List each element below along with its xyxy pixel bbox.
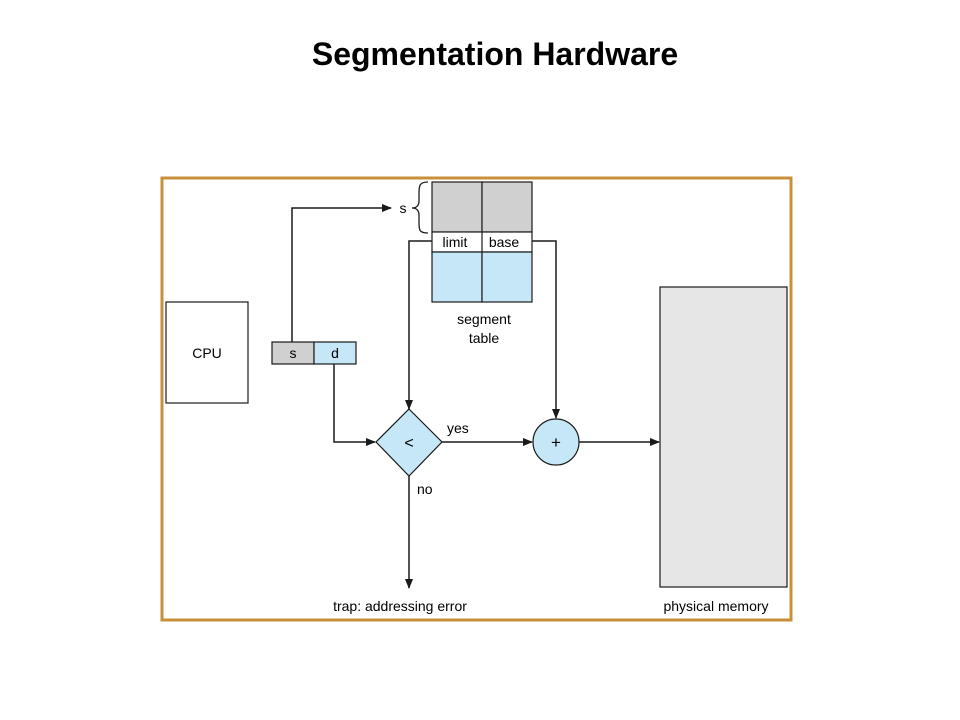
- yes-label: yes: [447, 420, 469, 436]
- offset-label: d: [331, 345, 339, 361]
- base-arrow: [532, 240, 560, 419]
- offset-arrow: [333, 364, 376, 446]
- cpu-label: CPU: [192, 345, 222, 361]
- adder-symbol: +: [551, 433, 561, 452]
- segment-table-selected-limit: [431, 181, 483, 233]
- physical-memory-label: physical memory: [663, 598, 768, 614]
- slide-title: Segmentation Hardware: [311, 36, 679, 72]
- segment-table-lower-limit: [431, 251, 483, 303]
- physical-memory-box: [659, 286, 788, 588]
- no-label: no: [417, 481, 433, 497]
- segment-table-selected-base: [481, 181, 533, 233]
- comparator-symbol: <: [404, 435, 413, 452]
- trap-label: trap: addressing error: [333, 598, 467, 614]
- cpu-box: [165, 301, 249, 404]
- segment-table-caption-line2: table: [469, 330, 500, 346]
- segment-index-label: s: [400, 200, 407, 216]
- segment-number-label: s: [290, 345, 297, 361]
- offset-cell: [313, 341, 357, 365]
- segment-table-lower-base: [481, 251, 533, 303]
- segment-table-caption-line1: segment: [457, 311, 511, 327]
- base-label: base: [489, 234, 520, 250]
- segment-index-arrow: [291, 204, 392, 342]
- limit-arrow: [405, 240, 432, 410]
- limit-label: limit: [443, 234, 468, 250]
- diagram-frame: [160, 176, 793, 622]
- segment-index-brace: [411, 181, 429, 234]
